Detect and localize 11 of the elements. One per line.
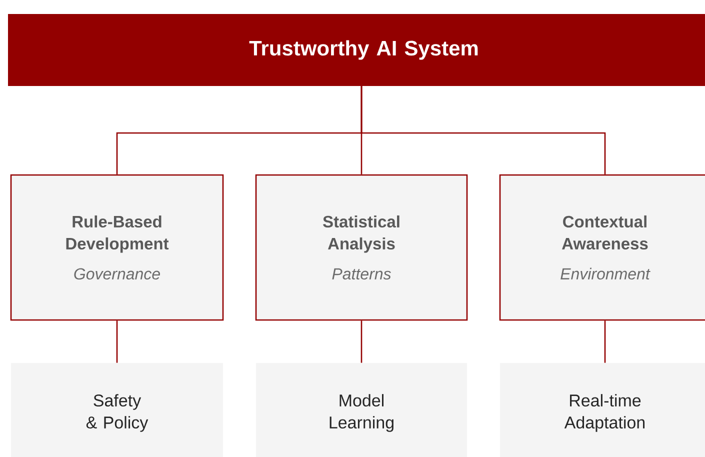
category-box: Statistical Analysis Patterns — [255, 174, 468, 321]
connector-line — [360, 320, 362, 363]
connector-line — [116, 320, 118, 363]
title-banner: Trustworthy AI System — [8, 14, 705, 86]
outcome-box: Real-time Adaptation — [500, 363, 705, 457]
outcome-box: Safety & Policy — [11, 363, 223, 457]
outcome-box: Model Learning — [256, 363, 467, 457]
category-box: Rule-Based Development Governance — [10, 174, 224, 321]
category-box: Contextual Awareness Environment — [499, 174, 705, 321]
connector-line — [604, 320, 606, 363]
connector-line — [360, 86, 606, 174]
